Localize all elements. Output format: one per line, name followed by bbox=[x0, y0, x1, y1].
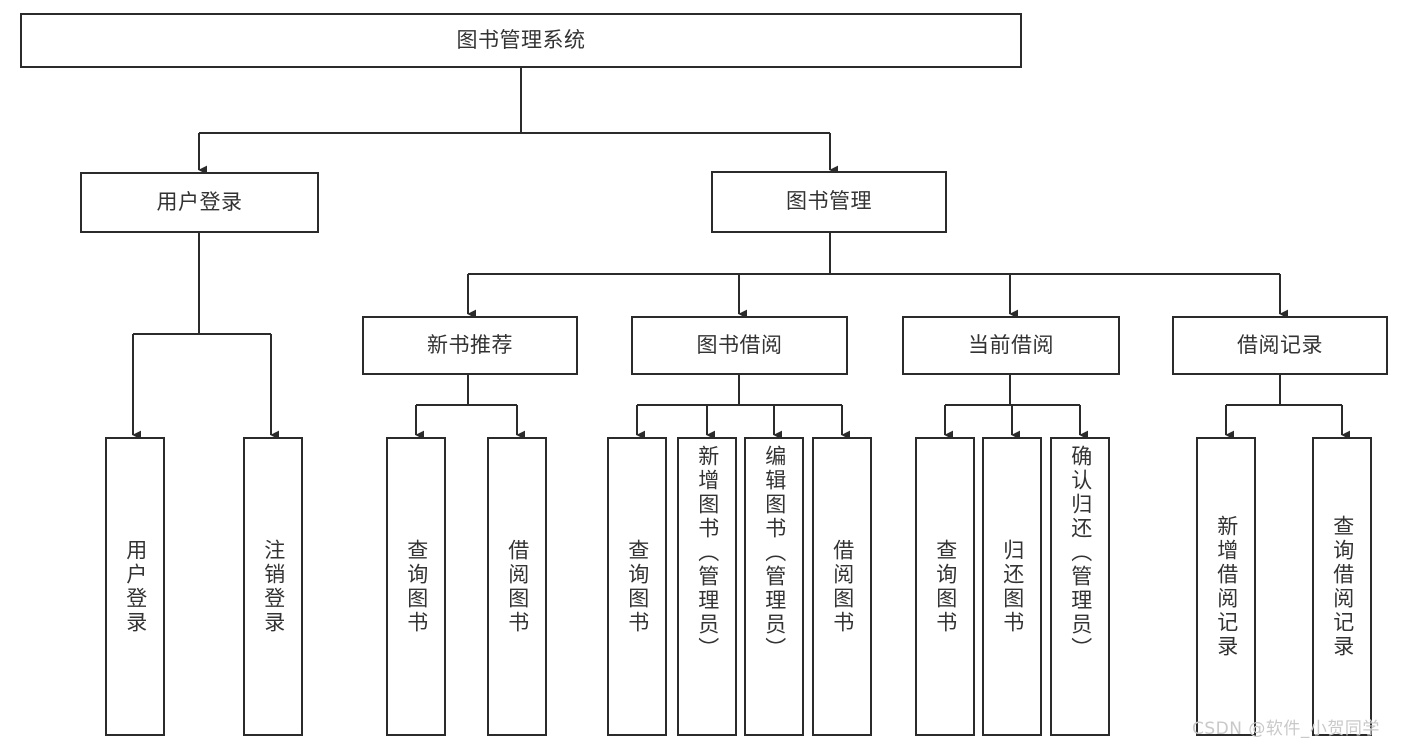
node-l-confirm[interactable]: 确认归还（管理员） bbox=[1050, 437, 1110, 736]
node-newrec[interactable]: 新书推荐 bbox=[362, 316, 578, 375]
node-label: 借阅记录 bbox=[1237, 332, 1323, 357]
node-l-login[interactable]: 用户登录 bbox=[105, 437, 165, 736]
node-root[interactable]: 图书管理系统 bbox=[20, 13, 1022, 68]
connector-group bbox=[131, 68, 1351, 440]
node-label: 新书推荐 bbox=[427, 332, 513, 357]
node-label: 注销登录 bbox=[261, 538, 286, 635]
node-l-qbook1[interactable]: 查询图书 bbox=[386, 437, 446, 736]
node-l-editbook[interactable]: 编辑图书（管理员） bbox=[744, 437, 804, 736]
node-l-qrec[interactable]: 查询借阅记录 bbox=[1312, 437, 1372, 736]
node-label: 图书管理系统 bbox=[456, 27, 586, 52]
node-label: 归还图书 bbox=[1000, 538, 1025, 635]
node-l-logout[interactable]: 注销登录 bbox=[243, 437, 303, 736]
node-label: 图书借阅 bbox=[696, 332, 783, 357]
node-l-addbook[interactable]: 新增图书（管理员） bbox=[677, 437, 737, 736]
node-l-bbook2[interactable]: 借阅图书 bbox=[812, 437, 872, 736]
node-label: 图书管理 bbox=[786, 189, 872, 214]
node-l-qbook2[interactable]: 查询图书 bbox=[607, 437, 667, 736]
node-login[interactable]: 用户登录 bbox=[80, 172, 319, 233]
node-l-bbook1[interactable]: 借阅图书 bbox=[487, 437, 547, 736]
node-label: 借阅图书 bbox=[830, 538, 855, 635]
node-label: 编辑图书（管理员） bbox=[762, 445, 787, 661]
node-label: 确认归还（管理员） bbox=[1068, 445, 1093, 661]
node-borrow[interactable]: 图书借阅 bbox=[631, 316, 848, 375]
node-label: 新增图书（管理员） bbox=[695, 445, 720, 661]
node-l-addrec[interactable]: 新增借阅记录 bbox=[1196, 437, 1256, 736]
node-label: 用户登录 bbox=[156, 189, 243, 214]
node-current[interactable]: 当前借阅 bbox=[902, 316, 1120, 375]
node-label: 新增借阅记录 bbox=[1214, 514, 1239, 659]
node-label: 借阅图书 bbox=[505, 538, 530, 635]
node-l-qbook3[interactable]: 查询图书 bbox=[915, 437, 975, 736]
node-records[interactable]: 借阅记录 bbox=[1172, 316, 1388, 375]
node-bookmgr[interactable]: 图书管理 bbox=[711, 171, 947, 233]
node-label: 查询图书 bbox=[625, 538, 650, 635]
node-label: 查询图书 bbox=[404, 538, 429, 635]
node-label: 查询图书 bbox=[933, 538, 958, 635]
node-label: 查询借阅记录 bbox=[1330, 514, 1355, 659]
node-label: 当前借阅 bbox=[968, 332, 1054, 357]
node-l-return[interactable]: 归还图书 bbox=[982, 437, 1042, 736]
node-label: 用户登录 bbox=[123, 538, 148, 635]
